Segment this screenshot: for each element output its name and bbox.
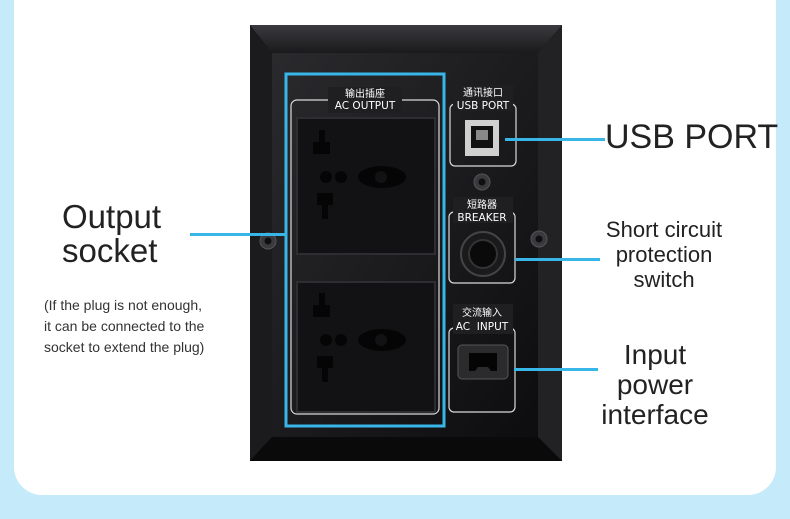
breaker-callout-line	[515, 258, 600, 261]
short-circuit-line2: protection	[615, 242, 713, 267]
output-socket-line1: Output	[62, 198, 162, 235]
usb-en-label: USB PORT	[457, 100, 510, 112]
breaker: 短路器 BREAKER	[448, 197, 516, 284]
short-circuit-line1: Short circuit	[605, 217, 723, 242]
breaker-en-label: BREAKER	[457, 212, 506, 224]
output-socket-line2: socket	[62, 232, 158, 269]
usb-port: 通讯接口 USB PORT	[449, 85, 517, 167]
ac-output-en-label: AC OUTPUT	[335, 100, 396, 112]
output-highlight-box	[284, 72, 446, 428]
short-circuit-callout: Short circuit protection switch	[596, 217, 732, 292]
output-socket-callout-line	[190, 233, 286, 236]
output-socket-2	[296, 281, 436, 413]
note-line2: it can be connected to the	[44, 318, 205, 334]
ac-output-cn-label: 输出插座	[345, 87, 385, 100]
short-circuit-line3: switch	[633, 267, 695, 292]
output-socket-1	[296, 117, 436, 255]
device-bevel-right	[538, 25, 562, 461]
usb-callout-line	[505, 138, 605, 141]
device-bevel-bottom	[250, 437, 562, 461]
usb-cn-label: 通讯接口	[463, 86, 503, 99]
ac-input-port: 交流输入 AC INPUT	[448, 304, 516, 413]
breaker-cn-label: 短路器	[467, 198, 497, 211]
ups-back-panel: 输出插座 AC OUTPUT 通讯接口 USB PORT 短路器	[250, 25, 562, 461]
input-power-line1: Input	[623, 339, 687, 370]
usb-port-callout: USB PORT	[605, 117, 778, 157]
note-line1: (If the plug is not enough,	[44, 297, 202, 313]
ac-input-cn-label: 交流输入	[462, 306, 502, 319]
output-socket-note: (If the plug is not enough, it can be co…	[44, 295, 244, 358]
input-callout-line	[514, 368, 598, 371]
input-power-line3: interface	[601, 399, 709, 430]
output-socket-callout: Output socket	[62, 200, 161, 268]
ac-input-en-label: AC INPUT	[456, 321, 509, 333]
input-power-line2: power	[616, 369, 694, 400]
usb-port-callout-text: USB PORT	[605, 118, 779, 156]
note-line3: socket to extend the plug)	[44, 339, 205, 355]
input-power-callout: Input power interface	[592, 340, 718, 430]
device-bevel-top	[250, 25, 562, 53]
